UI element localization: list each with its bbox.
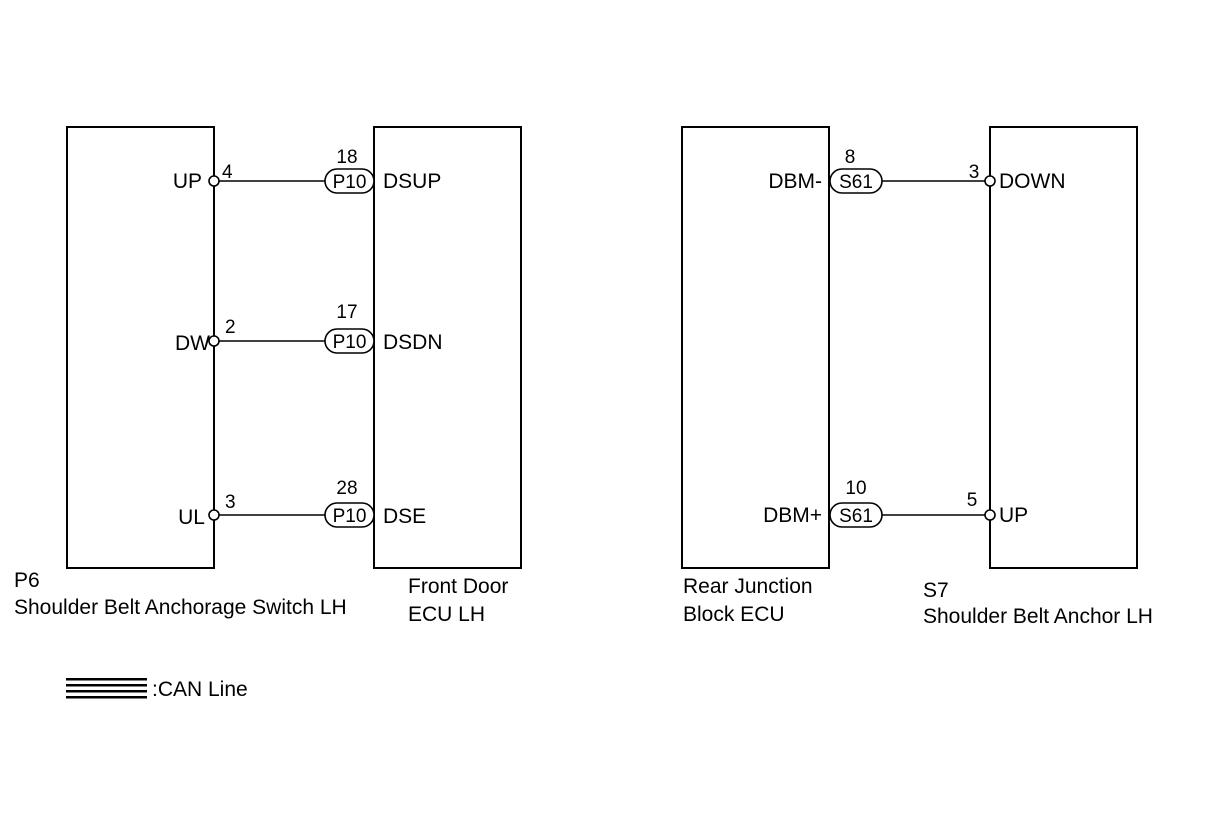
connector-oval — [324, 502, 375, 528]
pin-number: 2 — [225, 317, 236, 338]
front-door-ecu-box — [373, 126, 522, 569]
terminal-circle — [208, 335, 220, 347]
can-line-swatch — [66, 690, 147, 693]
connector-code: P10 — [333, 506, 367, 527]
s7-code-label: S7 — [923, 579, 949, 602]
connector-code: S61 — [839, 172, 873, 193]
connector-oval — [324, 168, 375, 194]
rear-junction-ecu-box — [681, 126, 830, 569]
terminal-label: DBM+ — [763, 504, 822, 527]
connector-code: S61 — [839, 506, 873, 527]
front-door-ecu-label-line2: ECU LH — [408, 603, 485, 626]
can-line-swatch — [66, 684, 147, 687]
pin-number: 4 — [222, 162, 233, 183]
terminal-label: DBM- — [768, 170, 822, 193]
terminal-label: DSE — [383, 505, 426, 528]
pin-number: 28 — [336, 478, 357, 499]
connector-oval — [829, 168, 883, 194]
terminal-circle — [208, 509, 220, 521]
s7-name-label: Shoulder Belt Anchor LH — [923, 605, 1153, 628]
terminal-label: UP — [999, 504, 1028, 527]
rear-junction-label-line2: Block ECU — [683, 603, 785, 626]
terminal-label: DSUP — [383, 170, 441, 193]
wire-ul-dse: UL 3 P10 28 DSE — [178, 478, 426, 529]
connector-code: P10 — [333, 332, 367, 353]
wire-up-dsup: UP 4 P10 18 DSUP — [173, 147, 441, 194]
s7-anchor-box — [989, 126, 1138, 569]
wire-dw-dsdn: DW 2 P10 17 DSDN — [175, 302, 443, 355]
pin-number: 3 — [969, 162, 980, 183]
rear-junction-label-line1: Rear Junction — [683, 575, 813, 598]
pin-number: 10 — [845, 478, 866, 499]
wire-dbm-minus-down: DBM- S61 8 3 DOWN — [768, 147, 1066, 194]
p6-code-label: P6 — [14, 569, 40, 592]
pin-number: 5 — [967, 490, 978, 511]
terminal-circle — [208, 175, 220, 187]
terminal-label: DW — [175, 332, 210, 355]
terminal-label: DOWN — [999, 170, 1066, 193]
pin-number: 17 — [336, 302, 357, 323]
terminal-circle — [984, 509, 996, 521]
p6-switch-box — [66, 126, 215, 569]
terminal-label: UL — [178, 506, 205, 529]
wire-dbm-plus-up: DBM+ S61 10 5 UP — [763, 478, 1028, 528]
pin-number: 18 — [336, 147, 357, 168]
terminal-label: UP — [173, 170, 202, 193]
terminal-circle — [984, 175, 996, 187]
can-line-swatch — [66, 696, 147, 699]
terminal-label: DSDN — [383, 331, 443, 354]
can-line-swatch — [66, 678, 147, 681]
pin-number: 3 — [225, 492, 236, 513]
connector-code: P10 — [333, 172, 367, 193]
legend-can-line: :CAN Line — [66, 678, 248, 701]
can-line-label: :CAN Line — [152, 678, 248, 701]
pin-number: 8 — [845, 147, 856, 168]
p6-name-label: Shoulder Belt Anchorage Switch LH — [14, 596, 347, 619]
connector-oval — [324, 328, 375, 354]
front-door-ecu-label-line1: Front Door — [408, 575, 508, 598]
connector-oval — [829, 502, 883, 528]
